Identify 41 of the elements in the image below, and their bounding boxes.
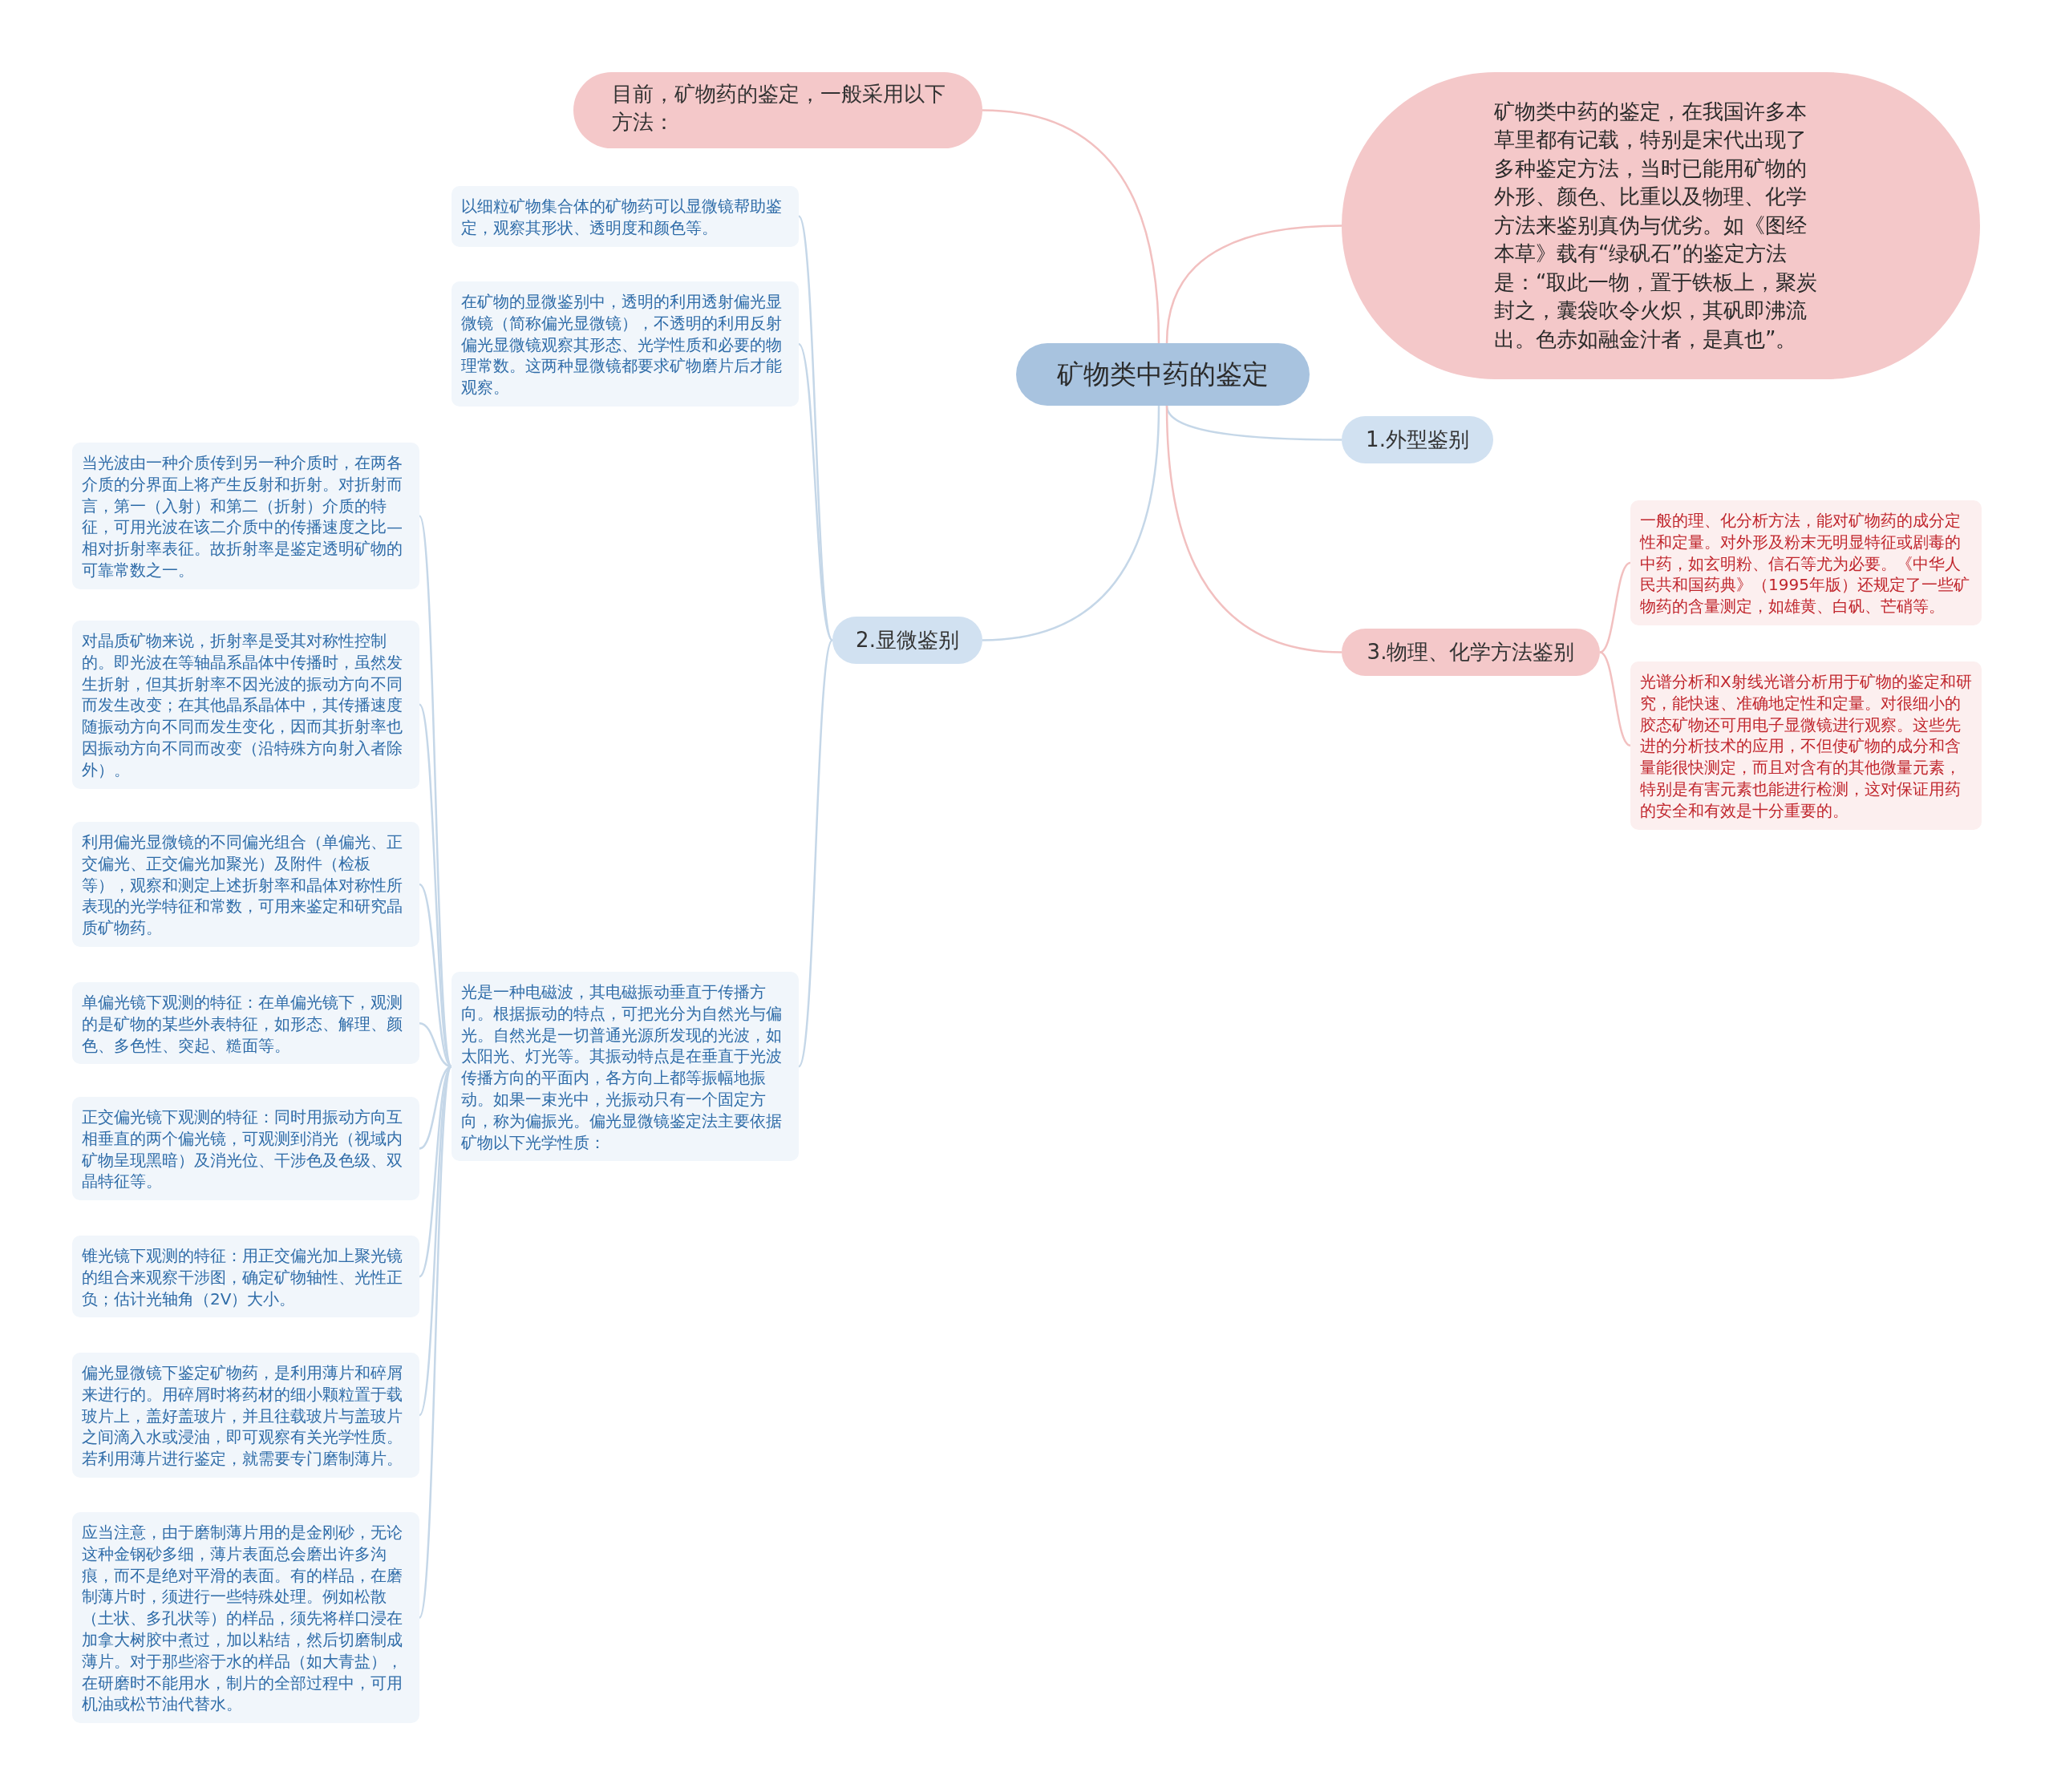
note-card <box>72 443 419 589</box>
note-card <box>72 982 419 1065</box>
topic-text: 单偏光镜下观测的特征：在单偏光镜下，观测的是矿物的某些外表特征，如形态、解理、颜色、多色性、突起、糙面等。 <box>82 992 403 1057</box>
topic-text: 3.物理、化学方法鉴别 <box>1367 639 1575 665</box>
topic-text: 目前，矿物药的鉴定，一般采用以下方法： <box>612 81 946 136</box>
note-card <box>451 972 799 1162</box>
topic-text: 锥光镜下观测的特征：用正交偏光加上聚光镜的组合来观察干涉图，确定矿物轴性、光性正负；估计光轴角（2V）大小。 <box>82 1245 403 1310</box>
topic-text: 矿物类中药的鉴定 <box>1057 357 1269 391</box>
note-card <box>451 281 799 407</box>
topic-text: 利用偏光显微镜的不同偏光组合（单偏光、正交偏光、正交偏光加聚光）及附件（检板等），观察和测定上述折射率和晶体对称性所表现的光学特征和常数，可用来鉴定和研究晶质矿物药。 <box>82 831 403 939</box>
topic-text: 矿物类中药的鉴定，在我国许多本草里都有记载，特别是宋代出现了多种鉴定方法，当时已能用矿物的外形、颜色、比重以及物理、化学方法来鉴别真伪与优劣。如《图经本草》载有“绿矾石”的鉴定方法是：“取此一物，置于铁板上，聚炭封之，囊袋吹令火炽，其矾即沸流出。色赤如融金汁者，是真也”。 <box>1494 98 1819 353</box>
topic-text: 应当注意，由于磨制薄片用的是金刚砂，无论这种金钢砂多细，薄片表面总会磨出许多沟痕，而不是绝对平滑的表面。有的样品，在磨制薄片时，须进行一些特殊处理。例如松散（土状、多孔状等）的样品，须先将样口浸在加拿大树胶中煮过，加以粘结，然后切磨制成薄片。对于那些溶于水的样品（如大青盐），在研磨时不能用水，制片的全部过程中，可用机油或松节油代替水。 <box>82 1522 403 1716</box>
note-card <box>72 822 419 947</box>
note-card <box>72 1353 419 1478</box>
connector <box>418 1066 453 1618</box>
connector <box>418 516 453 1067</box>
connector <box>1165 225 1342 344</box>
note-card <box>451 186 799 247</box>
topic-text: 正交偏光镜下观测的特征：同时用振动方向互相垂直的两个偏光镜，可观测到消光（视域内矿物呈现黑暗）及消光位、干涉色及色级、双晶特征等。 <box>82 1106 403 1193</box>
topic-text: 以细粒矿物集合体的矿物药可以显微镜帮助鉴定，观察其形状、透明度和颜色等。 <box>461 196 783 239</box>
note-card <box>72 621 419 789</box>
topic-text: 偏光显微镜下鉴定矿物药，是利用薄片和碎屑来进行的。用碎屑时将药材的细小颗粒置于载玻片上，盖好盖玻片，并且往载玻片与盖玻片之间滴入水或浸油，即可观察有关光学性质。若利用薄片进行鉴定，就需要专门磨制薄片。 <box>82 1362 403 1470</box>
connector <box>982 405 1160 641</box>
note-card <box>72 1236 419 1318</box>
topic-text: 2.显微鉴别 <box>856 627 959 653</box>
topic-text: 一般的理、化分析方法，能对矿物药的成分定性和定量。对外形及粉末无明显特征或剧毒的中药，如玄明粉、信石等尤为必要。《中华人民共和国药典》（1995年版）还规定了一些矿物药的含量测定，如雄黄、白矾、芒硝等。 <box>1640 510 1970 617</box>
topic-text: 当光波由一种介质传到另一种介质时，在两各介质的分界面上将产生反射和折射。对折射而言，第一（入射）和第二（折射）介质的特征，可用光波在该二介质中的传播速度之比—相对折射率表征。故折射率是鉴定透明矿物的可靠常数之一。 <box>82 452 403 581</box>
note-card <box>72 1097 419 1201</box>
note-card <box>1630 661 1982 830</box>
topic-text: 对晶质矿物来说，折射率是受其对称性控制的。即光波在等轴晶系晶体中传播时，虽然发生折射，但其折射率不因光波的振动方向不同而发生改变；在其他晶系晶体中，其传播速度随振动方向不同而发生变化，因而其折射率也因振动方向不同而改变（沿特殊方向射入者除外）。 <box>82 630 403 781</box>
connector <box>797 639 834 1067</box>
connector <box>1599 561 1631 653</box>
note-card <box>1630 500 1982 625</box>
connector <box>1599 651 1631 746</box>
topic-text: 光谱分析和X射线光谱分析用于矿物的鉴定和研究，能快速、准确地定性和定量。对很细小的胶态矿物还可用电子显微镜进行观察。这些先进的分析技术的应用，不但使矿物的成分和含量能很快测定，而且对含有的其他微量元素，特别是有害元素也能进行检测，这对保证用药的安全和有效是十分重要的。 <box>1640 671 1973 822</box>
connector <box>982 109 1160 344</box>
topic-text: 在矿物的显微鉴别中，透明的利用透射偏光显微镜（简称偏光显微镜），不透明的利用反射偏光显微镜观察其形态、光学性质和必要的物理常数。这两种显微镜都要求矿物磨片后才能观察。 <box>461 291 783 398</box>
topic-text: 1.外型鉴别 <box>1366 427 1469 453</box>
note-card <box>72 1512 419 1724</box>
topic-text: 光是一种电磁波，其电磁振动垂直于传播方向。根据振动的特点，可把光分为自然光与偏光。自然光是一切普通光源所发现的光波，如太阳光、灯光等。其振动特点是在垂直于光波传播方向的平面内，各方向上都等振幅地振动。如果一束光中，光振动只有一个固定方向，称为偏振光。偏光显微镜鉴定法主要依据矿物以下光学性质： <box>461 981 783 1154</box>
connector <box>1165 405 1342 653</box>
